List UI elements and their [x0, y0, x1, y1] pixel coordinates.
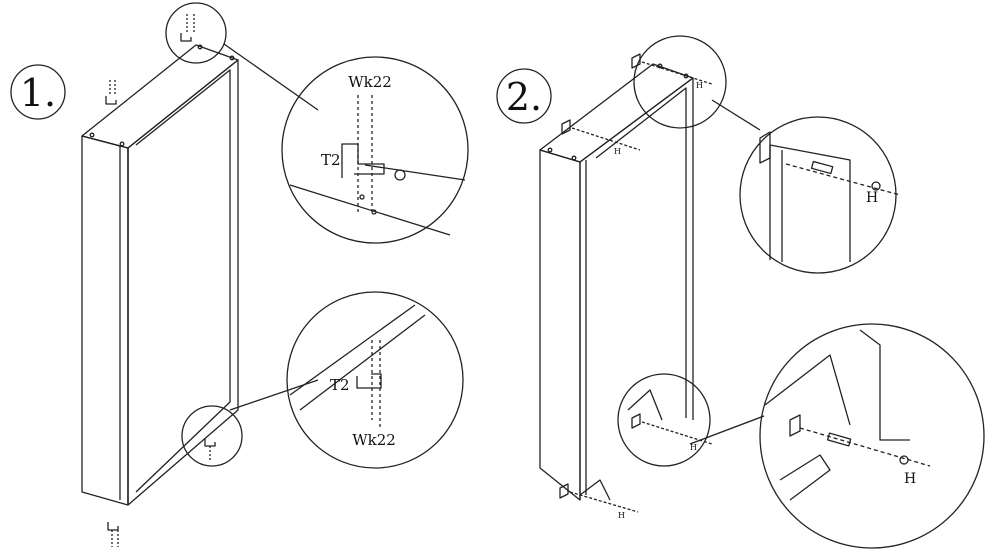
step1-small-brackets [105, 14, 216, 547]
step2-small-label: H [690, 443, 697, 452]
step2-small-label: H [618, 511, 625, 520]
step2-bottom-hinge-label: H [904, 471, 916, 487]
step1-top-bracket-label: T2 [321, 151, 341, 169]
step1-top-screw-label: Wk22 [348, 73, 392, 91]
step2-bottom-callout [759, 323, 985, 549]
step1-bottom-zoom-source [181, 405, 243, 467]
connector-line [223, 43, 319, 111]
step2-bottom-zoom-source [617, 373, 711, 467]
step1-cabinet-frame [81, 44, 239, 506]
step1-bottom-bracket-label: T2 [330, 376, 350, 394]
step2-number: 2. [506, 75, 542, 119]
labels: Wk22 T2 T2 Wk22 H H H H H H [321, 73, 916, 520]
connector-line [711, 99, 761, 131]
step2-top-hinge-label: H [866, 190, 878, 206]
step1-number: 1. [20, 71, 56, 115]
step2-small-label: H [696, 81, 703, 90]
step1-bottom-callout [286, 291, 464, 469]
step1-number-circle [10, 64, 66, 120]
step2-cabinet [539, 63, 694, 501]
step1-top-zoom-source [165, 2, 227, 64]
step2-number-circle [496, 68, 552, 124]
step1-group: 1. [10, 2, 469, 547]
step2-group: 2. [496, 35, 985, 549]
connector-line [689, 415, 765, 445]
step2-top-callout [739, 116, 901, 274]
step1-bottom-screw-label: Wk22 [352, 431, 396, 449]
step1-top-callout [281, 56, 469, 244]
step2-top-zoom-source [633, 35, 727, 129]
step2-small-label: H [614, 147, 621, 156]
